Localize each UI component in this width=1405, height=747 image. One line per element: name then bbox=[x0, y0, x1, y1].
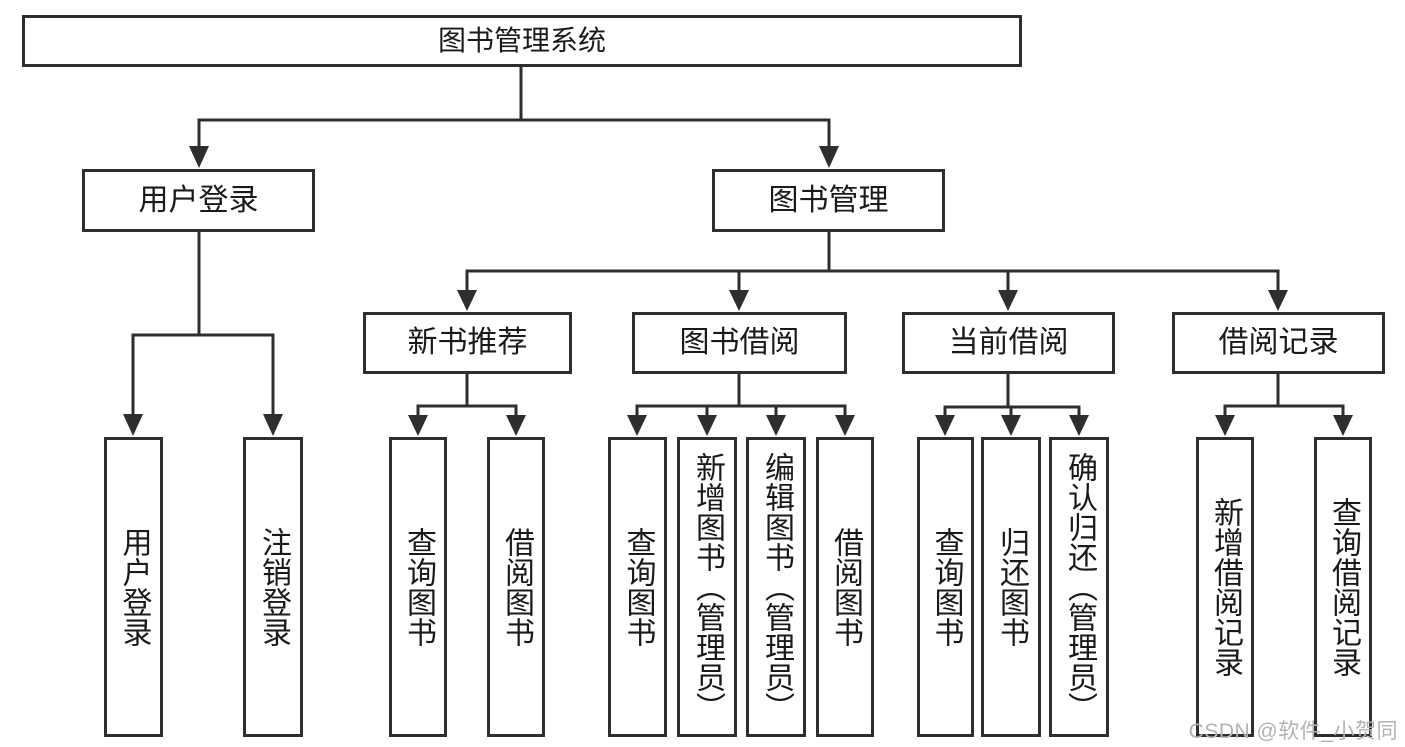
node-book-borrow: 图书借阅 bbox=[632, 312, 847, 374]
node-system-root-label: 图书管理系统 bbox=[437, 25, 606, 56]
leaf-current-confirm-admin: 确认归还（管理员） bbox=[1049, 437, 1109, 737]
leaf-borrow-add-admin: 新增图书（管理员） bbox=[677, 437, 737, 737]
leaf-record-add: 新增借阅记录 bbox=[1196, 437, 1254, 737]
leaf-current-query-label: 查询图书 bbox=[929, 527, 963, 647]
leaf-user-login: 用户登录 bbox=[104, 437, 163, 737]
leaf-newbook-query: 查询图书 bbox=[389, 437, 447, 737]
leaf-record-query: 查询借阅记录 bbox=[1314, 437, 1372, 737]
node-new-book-recommend: 新书推荐 bbox=[363, 312, 572, 374]
connector-book-borrow bbox=[635, 374, 847, 417]
arrowheads bbox=[123, 146, 1353, 436]
leaf-borrow-query-label: 查询图书 bbox=[621, 527, 655, 647]
leaf-record-query-label: 查询借阅记录 bbox=[1327, 497, 1360, 677]
node-new-book-recommend-label: 新书推荐 bbox=[407, 326, 528, 359]
leaf-borrow-query: 查询图书 bbox=[608, 437, 667, 737]
csdn-watermark: CSDN @软件_小贺同学 bbox=[1188, 720, 1398, 743]
leaf-user-login-label: 用户登录 bbox=[117, 527, 151, 647]
node-borrow-record: 借阅记录 bbox=[1172, 312, 1385, 374]
leaf-borrow-edit-admin: 编辑图书（管理员） bbox=[746, 437, 806, 737]
node-user-login-label: 用户登录 bbox=[138, 183, 259, 217]
connector-user-login bbox=[131, 232, 275, 416]
node-book-management: 图书管理 bbox=[712, 169, 945, 232]
node-current-borrow-label: 当前借阅 bbox=[948, 326, 1069, 359]
leaf-borrow-edit-admin-label: 编辑图书（管理员） bbox=[760, 452, 793, 722]
leaf-record-add-label: 新增借阅记录 bbox=[1209, 497, 1242, 677]
leaf-current-return: 归还图书 bbox=[981, 437, 1041, 737]
connector-borrow-record bbox=[1223, 374, 1345, 417]
leaf-borrow-borrow-label: 借阅图书 bbox=[829, 527, 862, 647]
node-system-root: 图书管理系统 bbox=[22, 15, 1022, 67]
node-current-borrow: 当前借阅 bbox=[902, 312, 1115, 374]
leaf-borrow-add-admin-label: 新增图书（管理员） bbox=[691, 452, 724, 722]
node-borrow-record-label: 借阅记录 bbox=[1218, 326, 1339, 359]
leaf-newbook-query-label: 查询图书 bbox=[402, 527, 435, 647]
leaf-current-confirm-admin-label: 确认归还（管理员） bbox=[1063, 452, 1096, 722]
leaf-borrow-borrow: 借阅图书 bbox=[816, 437, 874, 737]
leaf-current-return-label: 归还图书 bbox=[995, 527, 1028, 647]
node-book-management-label: 图书管理 bbox=[768, 183, 889, 217]
leaf-newbook-borrow: 借阅图书 bbox=[487, 437, 545, 737]
connector-root bbox=[197, 66, 831, 148]
connector-current-borrow bbox=[943, 374, 1081, 417]
leaf-current-query: 查询图书 bbox=[917, 437, 974, 737]
node-user-login: 用户登录 bbox=[82, 169, 315, 232]
leaf-newbook-borrow-label: 借阅图书 bbox=[500, 527, 533, 647]
connector-new-book-recommend bbox=[416, 374, 518, 417]
leaf-logout: 注销登录 bbox=[243, 437, 303, 737]
leaf-logout-label: 注销登录 bbox=[257, 527, 290, 647]
connector-book-management bbox=[465, 232, 1280, 292]
node-book-borrow-label: 图书借阅 bbox=[679, 326, 800, 359]
